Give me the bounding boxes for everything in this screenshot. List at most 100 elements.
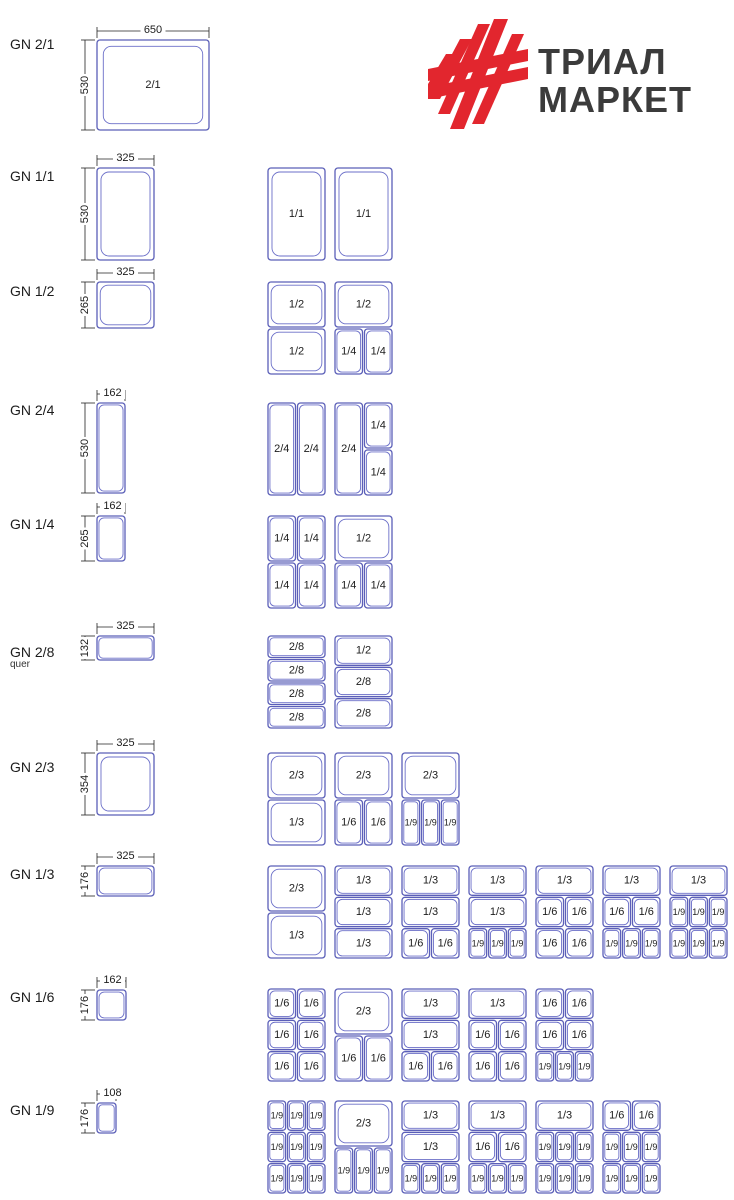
ref-9-pan-rim (98, 1104, 115, 1132)
row-label-gn-1-1: GN 1/1 (10, 168, 55, 184)
combo-r8-c4-p0-1-label: 1/6 (572, 998, 587, 1010)
ref-8-width-dim-bg (100, 974, 125, 986)
combo-r8-c0-p2-0-rim (269, 1053, 295, 1080)
combo-r9-c1-p0-0 (334, 1100, 393, 1147)
brand-logo-icon (428, 19, 528, 129)
combo-r8-c2-p1-0-rim (403, 1021, 458, 1049)
combo-r4-c1-p0-0-label: 1/2 (356, 533, 371, 545)
logo-crossbar-2 (428, 67, 528, 99)
combo-r7-c6-p0-0-label: 1/3 (691, 875, 706, 887)
combo-r7-c6-p1-1-rim (691, 898, 706, 926)
ref-4-height-dim-bg (79, 527, 91, 550)
combo-r7-c4-p1-0-label: 1/6 (542, 906, 557, 918)
combo-r5-c0-p0-0-rim (269, 637, 324, 657)
combo-r8-c3-p2-1 (497, 1051, 527, 1082)
ref-9-height-dim-bg (79, 1107, 91, 1129)
combo-r2-c1-p0-0-rim (337, 284, 390, 325)
combo-r8-c2-p0-0-label: 1/3 (423, 998, 438, 1010)
combo-r3-c1-p0-1-0-label: 1/4 (371, 420, 386, 432)
combo-r7-c6-p1-1 (689, 896, 708, 928)
combo-r5-c1-p0-0-label: 1/2 (356, 645, 371, 657)
combo-r9-c5-p0-0-label: 1/6 (609, 1110, 624, 1122)
combo-r7-c3-p2-0 (468, 928, 488, 959)
combo-r8-c4-p1-0 (535, 1019, 565, 1051)
combo-r7-c1-p0-0-label: 1/3 (356, 875, 371, 887)
combo-r4-c0-p0-0-rim (269, 517, 295, 560)
combo-r6-c1-p1-0 (334, 799, 364, 846)
combo-r8-c4-p0-0 (535, 988, 565, 1019)
combo-r9-c3-p1-1-rim (499, 1133, 525, 1161)
combo-r7-c6-p2-0-label: 1/9 (673, 938, 686, 948)
ref-2-pan (96, 281, 155, 329)
combo-r9-c2-p0-0-rim (403, 1102, 458, 1129)
ref-9-pan (96, 1102, 117, 1134)
combo-r8-c2-p2-0-rim (403, 1053, 429, 1080)
ref-1-pan (96, 167, 155, 261)
combo-r9-c0-p2-2-label: 1/9 (310, 1173, 323, 1183)
combo-r7-c2-p0-0 (401, 865, 460, 896)
combo-r6-c2-p1-1 (421, 799, 440, 846)
ref-0-width-dim-label: 650 (144, 24, 162, 36)
combo-r9-c3-p2-1-rim (490, 1165, 505, 1192)
row-label-gn-1-9: GN 1/9 (10, 1102, 55, 1118)
combo-r8-c0-p1-1-label: 1/6 (304, 1029, 319, 1041)
combo-r5-c1-p1-0-rim (336, 668, 391, 696)
combo-r7-c0-p1-0 (267, 912, 326, 959)
combo-r5-c1-p2-0-label: 2/8 (356, 707, 371, 719)
combo-r8-c3-p2-0-rim (470, 1053, 496, 1080)
ref-7-height-dim-label: 176 (79, 872, 91, 890)
combo-r1-c0-p0-0-label: 1/1 (289, 208, 304, 220)
combo-r6-c0-p0-0 (267, 752, 326, 799)
combo-r9-c0-p1-2-label: 1/9 (310, 1142, 323, 1152)
combo-r8-c0-p0-0 (267, 988, 297, 1019)
combo-r8-c4-p2-1-rim (557, 1053, 572, 1080)
combo-r2-c0-p1-0-rim (270, 331, 323, 372)
combo-r8-c0-p2-1-rim (298, 1053, 324, 1080)
combo-r9-c4-p1-2-rim (576, 1133, 592, 1161)
combo-r6-c2-p0-0 (401, 752, 460, 799)
combo-r4-c0-p1-0-label: 1/4 (274, 580, 289, 592)
ref-4-width-dim-bg (100, 500, 125, 512)
ref-5-height-dim-label: 132 (79, 639, 91, 657)
ref-3-width-dim-label: 162 (103, 387, 121, 399)
combo-r7-c5-p2-1 (622, 928, 641, 959)
combo-r9-c5-p0-0-rim (604, 1102, 630, 1129)
combo-r7-c5-p2-2-label: 1/9 (645, 938, 658, 948)
combo-r9-c0-p0-0 (267, 1100, 287, 1131)
combo-r1-c1-p0-0-label: 1/1 (356, 208, 371, 220)
combo-r9-c1-p1-0-label: 1/9 (338, 1166, 351, 1176)
combo-r7-c2-p2-0-label: 1/6 (408, 937, 423, 949)
combo-r7-c4-p0-0 (535, 865, 594, 896)
combo-r9-c0-p2-1-rim (289, 1165, 304, 1192)
combo-r7-c6-p2-1-rim (691, 930, 706, 957)
combo-r7-c6-p2-1-label: 1/9 (692, 938, 705, 948)
combo-r5-c0-p2-0-rim (269, 684, 324, 704)
combo-r9-c5-p1-1 (622, 1131, 641, 1163)
combo-r8-c1-p1-0-rim (336, 1037, 362, 1080)
combo-r9-c2-p2-2 (440, 1163, 460, 1194)
combo-r9-c4-p2-0-rim (537, 1165, 553, 1192)
combo-r5-c0-p1-0 (267, 658, 326, 682)
combo-r7-c6-p1-2-rim (710, 898, 726, 926)
combo-r6-c2-p1-2-rim (442, 801, 458, 844)
combo-r5-c0-p3-0-label: 2/8 (289, 711, 304, 723)
combo-r9-c5-p2-1-rim (624, 1165, 639, 1192)
combo-r8-c3-p1-1-label: 1/6 (505, 1029, 520, 1041)
combo-r8-c3-p1-0 (468, 1019, 498, 1051)
ref-6-pan (96, 752, 155, 816)
combo-r7-c3-p1-0 (468, 896, 527, 928)
combo-r9-c3-p2-1 (488, 1163, 507, 1194)
row-label-gn-1-4: GN 1/4 (10, 516, 55, 532)
combo-r8-c2-p2-0-label: 1/6 (408, 1060, 423, 1072)
ref-4-pan (96, 515, 126, 562)
combo-r5-c0-p2-0-label: 2/8 (289, 688, 304, 700)
combo-r4-c0-p1-1 (296, 562, 326, 609)
ref-4-width-dim-label: 162 (103, 500, 121, 512)
combo-r9-c5-p1-1-rim (624, 1133, 639, 1161)
combo-r9-c1-p1-1-label: 1/9 (357, 1166, 370, 1176)
combo-r7-c6-p2-1 (689, 928, 708, 959)
combo-r9-c3-p0-0-rim (470, 1102, 525, 1129)
combo-r7-c2-p1-0-rim (403, 898, 458, 926)
combo-r8-c2-p2-0 (401, 1051, 431, 1082)
logo-crossbar (428, 49, 528, 81)
